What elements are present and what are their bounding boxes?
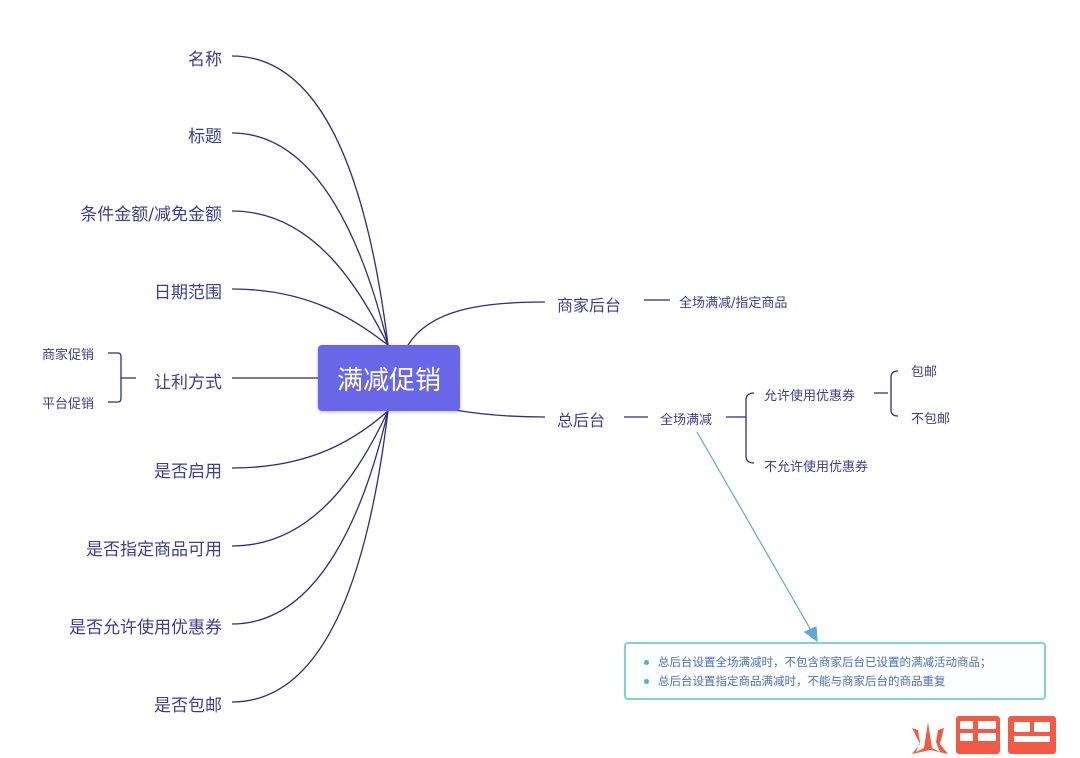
note-line-2: 总后台设置指定商品满减时，不能与商家后台的商品重复 (644, 672, 1032, 691)
branch-name: 名称 (188, 50, 222, 70)
branch-enabled: 是否启用 (154, 462, 222, 482)
edge-admin (454, 409, 546, 418)
note-arrow (696, 431, 818, 643)
branch-date-range: 日期范围 (154, 283, 222, 303)
branch-amount: 条件金额/减免金额 (80, 205, 222, 225)
edge-amount (231, 210, 389, 346)
note-line-1: 总后台设置全场满减时，不包含商家后台已设置的满减活动商品； (644, 653, 1032, 672)
option-allow-coupon: 允许使用优惠券 (764, 389, 856, 404)
option-deny-coupon: 不允许使用优惠券 (764, 460, 869, 475)
merchant-all-or-specific: 全场满减/指定商品 (679, 296, 788, 311)
edge-enabled (231, 410, 389, 469)
edge-shipping (231, 410, 389, 703)
edge-name (231, 55, 389, 346)
edge-discount-bracket (108, 352, 136, 403)
sub-merchant-promo: 商家促销 (42, 348, 95, 363)
branch-specific-goods: 是否指定商品可用 (86, 540, 222, 560)
edge-date (231, 288, 389, 346)
edge-allow-bracket (874, 370, 899, 417)
branch-discount-method: 让利方式 (154, 373, 222, 393)
option-no-free-shipping: 不包邮 (911, 412, 951, 427)
note-box: 总后台设置全场满减时，不包含商家后台已设置的满减活动商品； 总后台设置指定商品满… (624, 642, 1046, 700)
branch-title: 标题 (188, 127, 222, 147)
center-node: 满减促销 (318, 345, 460, 411)
branch-coupon-allowed: 是否允许使用优惠券 (69, 618, 222, 638)
admin-full-reduction: 全场满减 (660, 413, 713, 428)
edge-specific (231, 410, 389, 547)
sub-platform-promo: 平台促销 (42, 397, 95, 412)
branch-admin-backend: 总后台 (557, 411, 606, 430)
edge-admin-bracket (726, 392, 755, 464)
branch-merchant-backend: 商家后台 (557, 296, 622, 315)
edge-merchant (407, 301, 546, 346)
option-free-shipping: 包邮 (911, 365, 938, 380)
edge-coupon (231, 410, 389, 625)
watermark-logo (912, 716, 1056, 754)
edge-title (231, 132, 389, 346)
branch-free-shipping: 是否包邮 (154, 696, 222, 716)
